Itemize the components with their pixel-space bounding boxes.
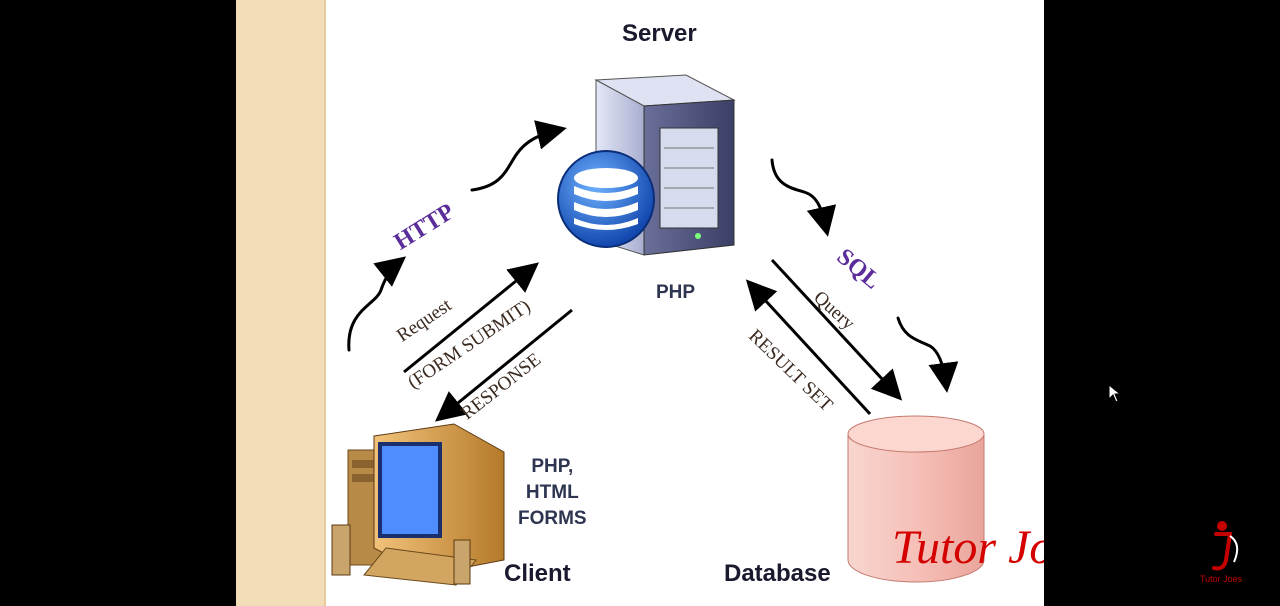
slide-frame: Server PHP Client Database PHP, HTML FOR… [236, 0, 1044, 606]
database-cylinder-icon [847, 415, 985, 583]
sql-squiggle-arrows [770, 158, 959, 393]
client-note-line: PHP, [531, 456, 574, 477]
client-note-line: FORMS [518, 508, 587, 529]
client-note-line: HTML [525, 482, 579, 503]
server-sublabel: PHP [656, 282, 696, 303]
tutor-joes-logo-icon [1212, 521, 1239, 571]
database-title: Database [724, 560, 831, 587]
mouse-cursor-icon [1108, 384, 1122, 403]
http-squiggle-arrows [347, 120, 567, 352]
database-badge-icon [557, 150, 655, 248]
client-title: Client [504, 560, 571, 587]
watermark-caption: Tutor Joes [1200, 574, 1243, 584]
watermark-text: Tutor Joes [892, 521, 1044, 574]
client-server-arrows [403, 262, 573, 422]
diagram-graphics [331, 74, 985, 586]
server-database-arrows [745, 258, 903, 416]
side-panel [236, 0, 326, 606]
client-note: PHP, HTML FORMS [518, 454, 587, 532]
client-computer-icon [331, 423, 505, 586]
server-title: Server [622, 20, 697, 47]
